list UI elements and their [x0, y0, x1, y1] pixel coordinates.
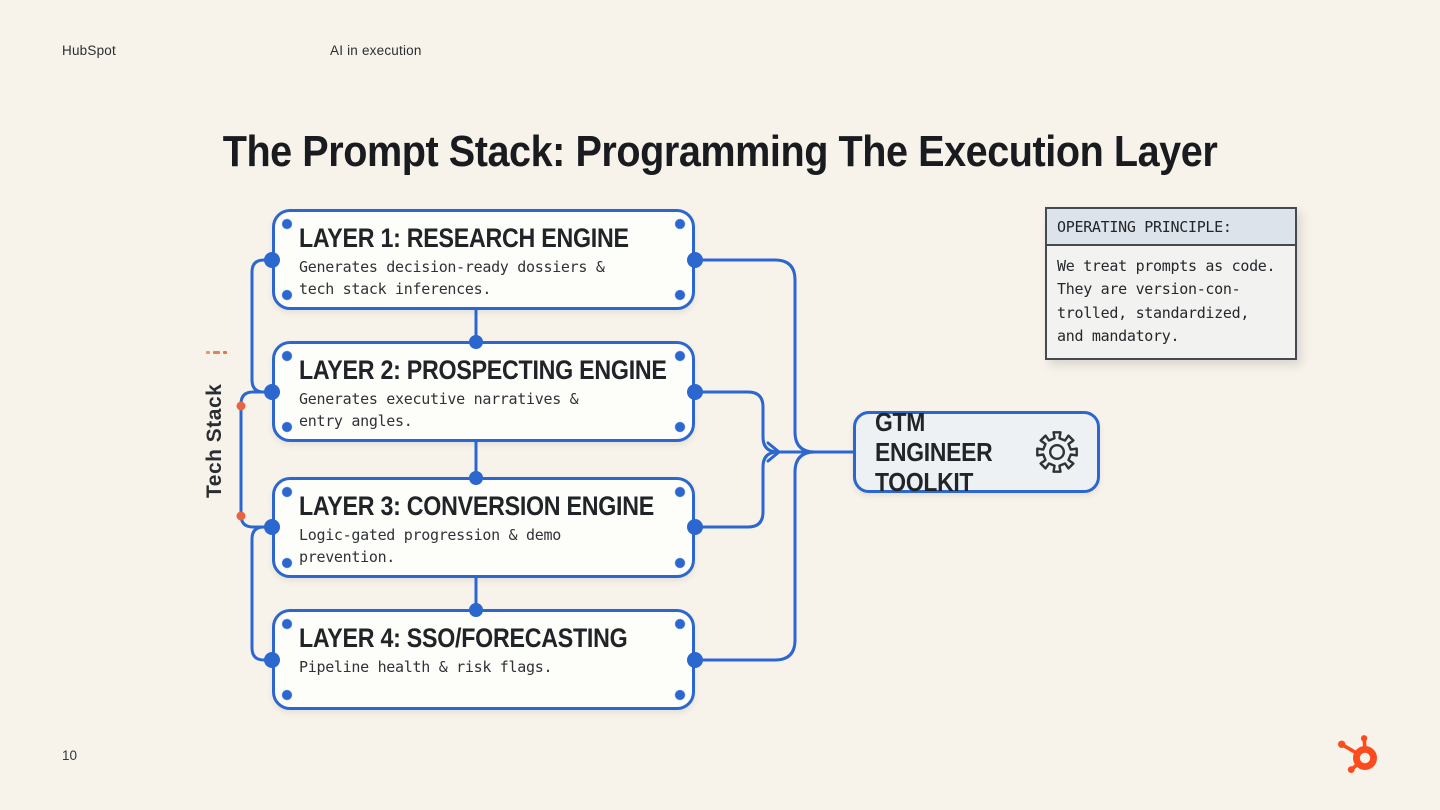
layer-4-description: Pipeline health & risk flags.	[299, 658, 553, 677]
layer-3-title: LAYER 3: CONVERSION ENGINE	[299, 491, 655, 521]
hubspot-sprocket-icon	[1338, 735, 1378, 773]
layer-3-description: Logic-gated progression & demo preventio…	[299, 526, 561, 566]
layer-3-box: LAYER 3: CONVERSION ENGINE Logic-gated p…	[272, 477, 695, 578]
layer-2-title: LAYER 2: PROSPECTING ENGINE	[299, 355, 667, 385]
tech-stack-label: Tech Stack	[203, 383, 226, 499]
operating-principle-box: OPERATING PRINCIPLE: We treat prompts as…	[1045, 207, 1297, 360]
page-number: 10	[62, 748, 78, 763]
slide-title: The Prompt Stack: Programming The Execut…	[222, 127, 1218, 177]
rail-endpoint-dots	[236, 401, 246, 521]
layer-2-box: LAYER 2: PROSPECTING ENGINE Generates ex…	[272, 341, 695, 442]
layer-1-box: LAYER 1: RESEARCH ENGINE Generates decis…	[272, 209, 695, 310]
node-dots	[264, 252, 703, 668]
gtm-toolkit-label: GTM ENGINEER TOOLKIT	[875, 406, 993, 498]
operating-principle-header: OPERATING PRINCIPLE:	[1047, 209, 1295, 246]
layer-1-description: Generates decision-ready dossiers & tech…	[299, 258, 605, 298]
orange-dashes-icon	[206, 351, 227, 354]
section-label: AI in execution	[330, 43, 422, 58]
brand-label: HubSpot	[62, 43, 116, 58]
layer-4-title: LAYER 4: SSO/FORECASTING	[299, 623, 628, 653]
operating-principle-body: We treat prompts as code. They are versi…	[1057, 257, 1276, 345]
layer-4-box: LAYER 4: SSO/FORECASTING Pipeline health…	[272, 609, 695, 710]
gear-icon	[1036, 431, 1078, 473]
layer-1-title: LAYER 1: RESEARCH ENGINE	[299, 223, 629, 253]
gtm-toolkit-box: GTM ENGINEER TOOLKIT	[853, 407, 1100, 497]
layer-2-description: Generates executive narratives & entry a…	[299, 390, 579, 430]
